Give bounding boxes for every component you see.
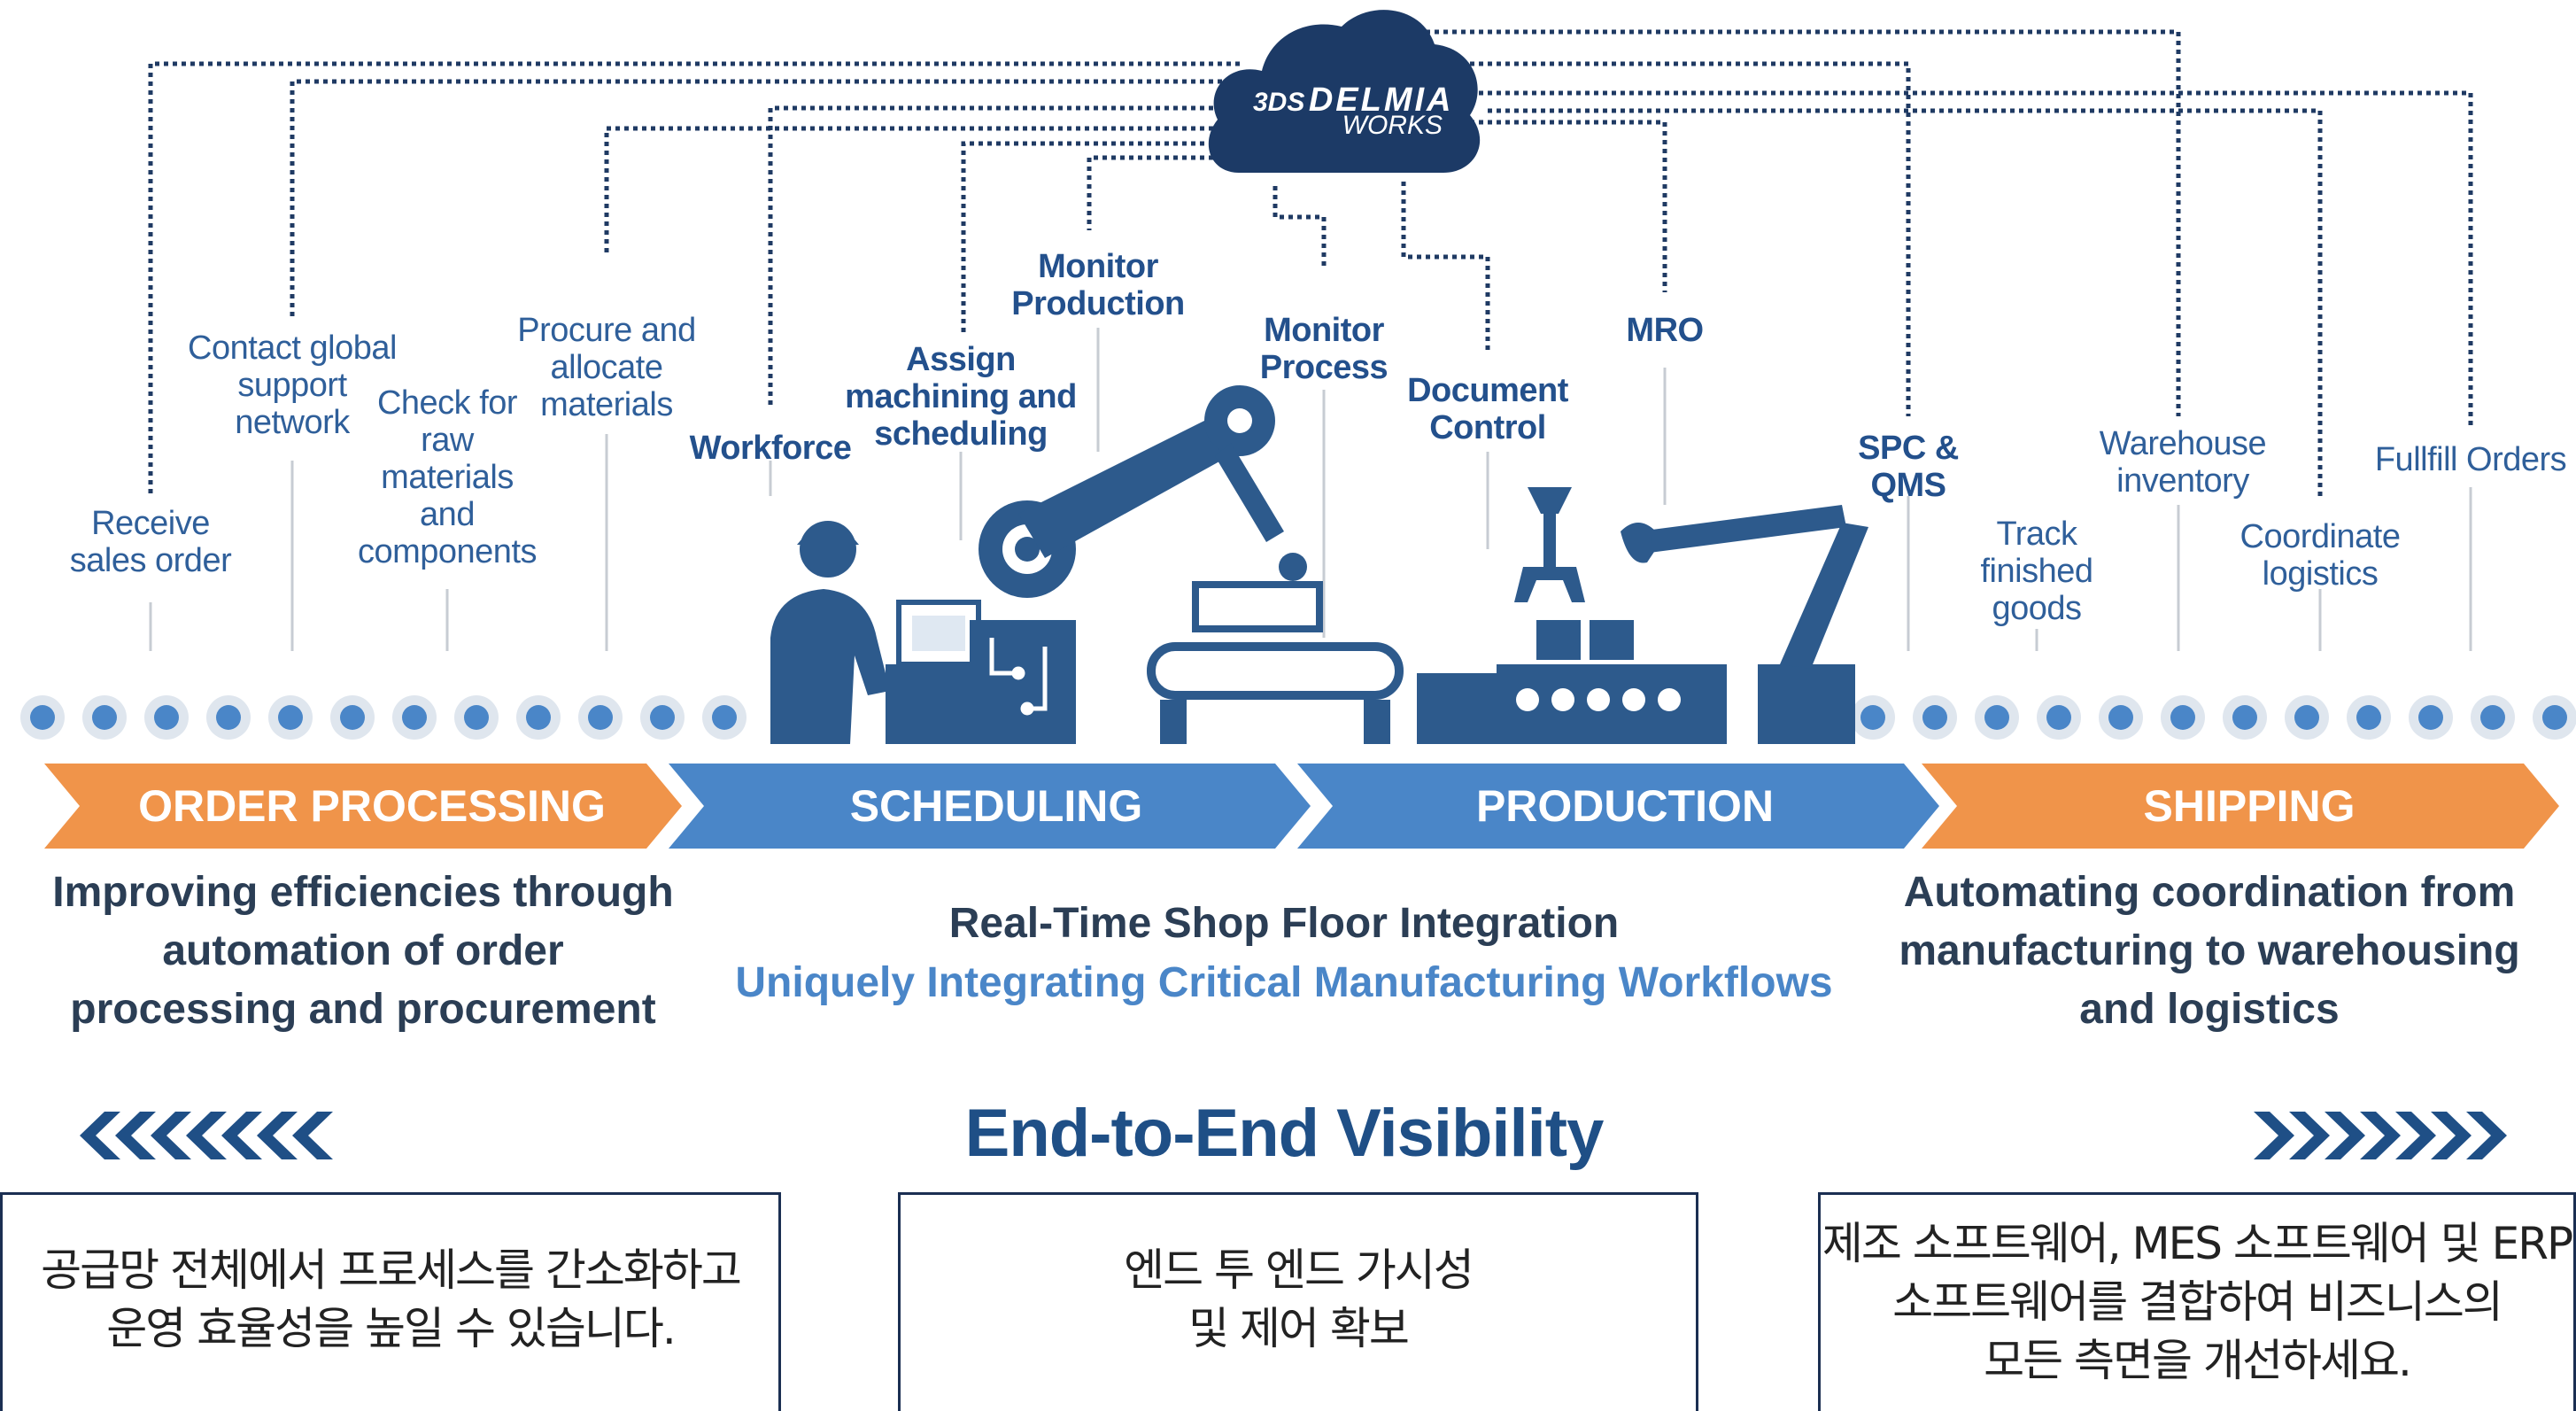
timeline-dot	[650, 705, 675, 730]
timeline-dot	[1860, 705, 1885, 730]
timeline-dot	[92, 705, 117, 730]
order-description: Improving efficiencies through automatio…	[52, 869, 674, 1033]
timeline-dot	[2232, 705, 2257, 730]
chevrons-left-icon	[80, 1112, 333, 1159]
step-warehouse: Warehouse inventory	[2099, 425, 2267, 500]
factory-illustration	[770, 385, 1868, 744]
timeline-dot	[1922, 705, 1947, 730]
step-monitor-process: Monitor Process	[1259, 312, 1389, 386]
stage-production: PRODUCTION	[1475, 781, 1775, 831]
stage-arrows	[44, 764, 2559, 849]
timeline-dots	[20, 695, 2576, 740]
timeline-dot	[340, 705, 365, 730]
chevron-right-icon	[2431, 1112, 2472, 1159]
chevron-left-icon	[257, 1112, 298, 1159]
timeline-dot	[30, 705, 55, 730]
chevron-right-icon	[2289, 1112, 2330, 1159]
korean-box-2: 엔드 투 엔드 가시성 및 제어 확보	[898, 1192, 1698, 1411]
step-check: Check for raw materials and components	[357, 384, 538, 570]
korean-box-1: 공급망 전체에서 프로세스를 간소화하고 운영 효율성을 높일 수 있습니다.	[0, 1192, 781, 1411]
worker-icon	[770, 521, 890, 744]
korean-box-3-text: 제조 소프트웨어, MES 소프트웨어 및 ERP 소프트웨어를 결합하여 비즈…	[1822, 1218, 2573, 1386]
timeline-dot	[2170, 705, 2195, 730]
stage-order-processing: ORDER PROCESSING	[138, 781, 606, 831]
chevrons-right-icon	[2254, 1112, 2507, 1159]
chevron-left-icon	[221, 1112, 262, 1159]
chevron-right-icon	[2466, 1112, 2507, 1159]
timeline-dot	[712, 705, 737, 730]
visibility-title: End-to-End Visibility	[964, 1096, 1605, 1171]
chevron-left-icon	[151, 1112, 191, 1159]
step-receive: Receive sales order	[69, 505, 232, 579]
timeline-dot	[1984, 705, 2009, 730]
timeline-dot	[2542, 705, 2567, 730]
conveyor-icon	[1147, 553, 1404, 744]
timeline-dot	[154, 705, 179, 730]
step-coordinate: Coordinate logistics	[2239, 518, 2401, 593]
timeline-dot	[278, 705, 303, 730]
step-spc-qms: SPC & QMS	[1858, 430, 1959, 504]
chevron-left-icon	[186, 1112, 227, 1159]
step-procure: Procure and allocate materials	[517, 312, 696, 423]
timeline-dot	[588, 705, 613, 730]
timeline-dot	[402, 705, 427, 730]
korean-box-1-text: 공급망 전체에서 프로세스를 간소화하고 운영 효율성을 높일 수 있습니다.	[41, 1244, 742, 1354]
step-track: Track finished goods	[1980, 516, 2093, 627]
center-title: Real-Time Shop Floor Integration	[948, 900, 1620, 947]
robot-arm-icon	[970, 385, 1284, 744]
shipping-description: Automating coordination from manufacturi…	[1899, 869, 2520, 1033]
stage-production-shape	[1297, 764, 1939, 849]
timeline-dot	[2108, 705, 2133, 730]
step-fulfill: Fullfill Orders	[2374, 441, 2567, 478]
stage-shipping-shape	[1922, 764, 2559, 849]
chevron-left-icon	[80, 1112, 120, 1159]
step-mro: MRO	[1626, 312, 1704, 349]
step-workforce: Workforce	[689, 430, 852, 467]
step-assign: Assign machining and scheduling	[845, 341, 1077, 453]
cloud-icon	[1208, 10, 1481, 173]
delmia-cloud-logo: 3DS DELMIA WORKS	[1200, 0, 1492, 186]
chevron-right-icon	[2325, 1112, 2365, 1159]
ds-mark: 3DS	[1253, 88, 1305, 117]
chevron-right-icon	[2254, 1112, 2294, 1159]
stage-order-processing-shape	[44, 764, 682, 849]
timeline-dot	[216, 705, 241, 730]
stage-shipping: SHIPPING	[2143, 781, 2356, 831]
stage-scheduling-shape	[669, 764, 1311, 849]
timeline-dot	[2356, 705, 2381, 730]
timeline-dot	[2418, 705, 2443, 730]
step-monitor-production: Monitor Production	[1011, 248, 1185, 322]
center-subtitle: Uniquely Integrating Critical Manufactur…	[735, 959, 1833, 1006]
chevron-right-icon	[2360, 1112, 2401, 1159]
timeline-dot	[464, 705, 489, 730]
timeline-dot	[2480, 705, 2505, 730]
step-contact: Contact global support network	[188, 329, 397, 441]
timeline-dot	[526, 705, 551, 730]
brand-sub: WORKS	[1342, 111, 1443, 140]
chevron-right-icon	[2395, 1112, 2436, 1159]
timeline-dot	[2046, 705, 2071, 730]
stage-scheduling: SCHEDULING	[849, 781, 1143, 831]
brand-name: DELMIA	[1308, 81, 1454, 119]
timeline-dot	[2294, 705, 2319, 730]
korean-box-2-text: 엔드 투 엔드 가시성 및 제어 확보	[1124, 1244, 1474, 1354]
chevron-left-icon	[115, 1112, 156, 1159]
korean-box-3: 제조 소프트웨어, MES 소프트웨어 및 ERP 소프트웨어를 결합하여 비즈…	[1818, 1192, 2576, 1411]
step-document-control: Document Control	[1407, 372, 1568, 446]
chevron-left-icon	[292, 1112, 333, 1159]
